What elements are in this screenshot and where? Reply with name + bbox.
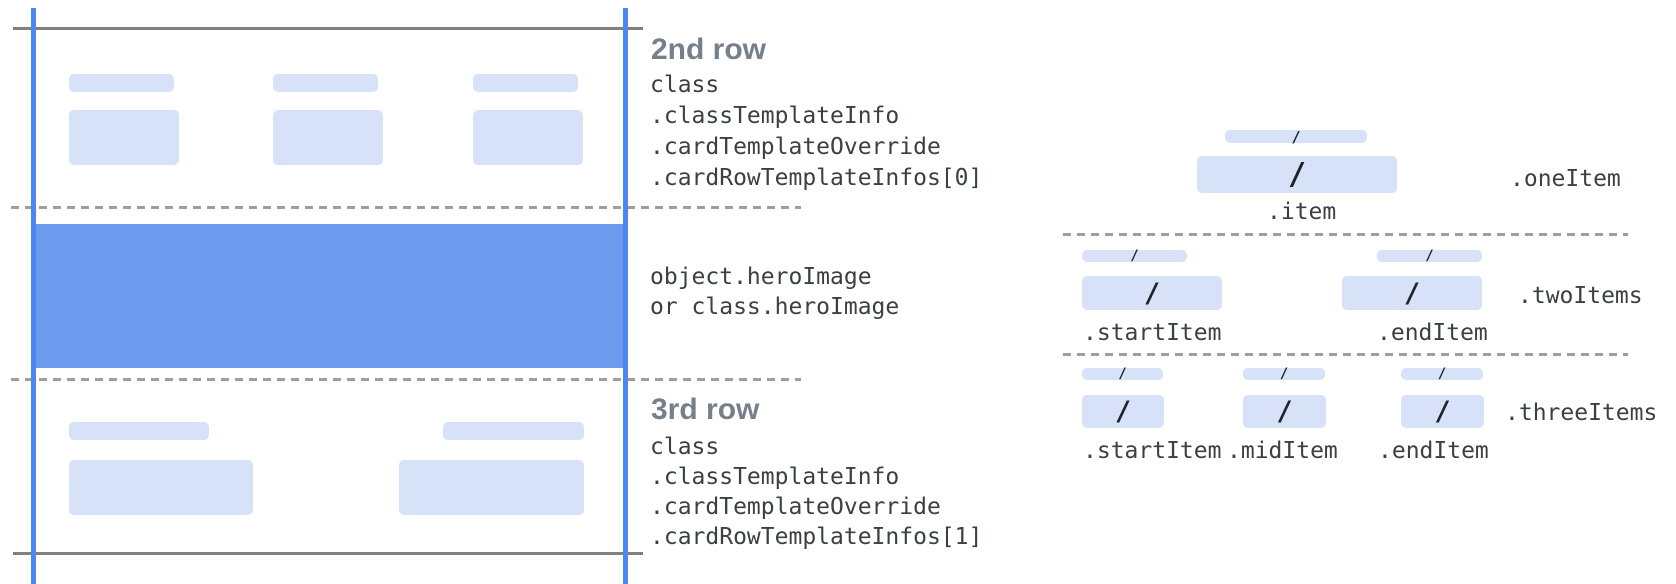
third-row-class-path: class .classTemplateInfo .cardTemplateOv… (650, 432, 982, 552)
items-section-divider-top (1063, 233, 1628, 236)
items-section-divider-bottom (1063, 353, 1628, 356)
card-right-guide-line (623, 8, 628, 584)
code-line: or class.heroImage (650, 294, 900, 320)
one-item-item-label: .item (1267, 199, 1337, 225)
second-row-class-path: class .classTemplateInfo .cardTemplateOv… (650, 70, 982, 194)
three-items-mid-label: .midItem (1227, 438, 1338, 464)
slash-glyph: / (1118, 366, 1127, 382)
code-line: .classTemplateInfo (650, 464, 900, 490)
code-line: .cardRowTemplateInfos[1] (650, 524, 983, 550)
code-line: .classTemplateInfo (650, 103, 900, 129)
code-line: .cardRowTemplateInfos[0] (650, 165, 983, 191)
row-separator-dashed-line-bottom (11, 378, 801, 381)
two-items-start-large-placeholder: / (1082, 276, 1222, 310)
slash-glyph: / (1143, 277, 1161, 309)
three-items-end-small-placeholder: / (1401, 366, 1483, 382)
row2-col1-value-placeholder (69, 110, 179, 165)
slash-glyph: / (1287, 157, 1307, 192)
two-items-end-small-placeholder: / (1377, 248, 1482, 264)
row-separator-dashed-line-top (11, 206, 801, 209)
three-items-start-large-placeholder: / (1082, 395, 1164, 428)
slash-glyph: / (1291, 127, 1301, 146)
slash-glyph: / (1130, 248, 1139, 264)
slash-glyph: / (1425, 248, 1434, 264)
three-items-mid-small-placeholder: / (1243, 366, 1325, 382)
slash-glyph: / (1403, 277, 1421, 309)
code-line: .cardTemplateOverride (650, 134, 941, 160)
hero-image-band (31, 224, 628, 368)
code-line: class (650, 72, 720, 98)
code-line: class (650, 434, 720, 460)
row2-col2-value-placeholder (273, 110, 383, 165)
one-item-group-label: .oneItem (1510, 166, 1621, 192)
card-bottom-edge-line (13, 552, 643, 555)
row3-col1-label-placeholder (69, 422, 209, 440)
hero-image-class-path: object.heroImage or class.heroImage (650, 262, 899, 322)
row2-col3-label-placeholder (473, 74, 578, 92)
three-items-group-label: .threeItems (1505, 400, 1658, 426)
row2-col1-label-placeholder (69, 74, 174, 92)
three-items-start-small-placeholder: / (1082, 366, 1163, 382)
two-items-group-label: .twoItems (1518, 283, 1643, 309)
three-items-end-large-placeholder: / (1401, 395, 1484, 428)
row2-col2-label-placeholder (273, 74, 378, 92)
two-items-end-large-placeholder: / (1342, 276, 1482, 310)
one-item-large-placeholder: / (1197, 156, 1397, 193)
row2-col3-value-placeholder (473, 110, 583, 165)
one-item-small-placeholder: / (1225, 127, 1367, 146)
two-items-start-label: .startItem (1083, 320, 1222, 346)
two-items-start-small-placeholder: / (1082, 248, 1187, 264)
row3-col1-value-placeholder (69, 460, 253, 515)
card-left-guide-line (31, 8, 36, 584)
third-row-heading: 3rd row (651, 393, 760, 426)
slash-glyph: / (1279, 366, 1289, 382)
code-line: .cardTemplateOverride (650, 494, 941, 520)
row3-col2-value-placeholder (399, 460, 584, 515)
slash-glyph: / (1276, 396, 1293, 427)
two-items-end-label: .endItem (1377, 320, 1488, 346)
row3-col2-label-placeholder (443, 422, 584, 440)
slash-glyph: / (1114, 396, 1132, 427)
slash-glyph: / (1434, 396, 1451, 427)
card-top-edge-line (13, 27, 643, 30)
three-items-start-label: .startItem (1083, 438, 1222, 464)
three-items-mid-large-placeholder: / (1243, 395, 1326, 428)
second-row-heading: 2nd row (651, 33, 767, 66)
three-items-end-label: .endItem (1378, 438, 1489, 464)
slash-glyph: / (1437, 366, 1447, 382)
code-line: object.heroImage (650, 264, 872, 290)
